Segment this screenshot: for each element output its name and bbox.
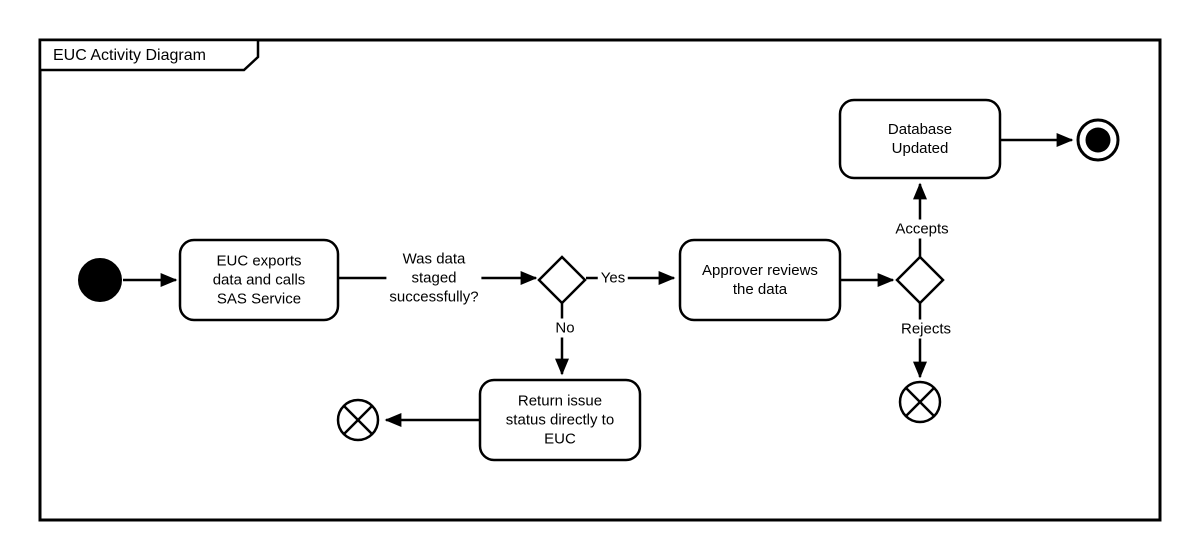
cancel-end-right-node bbox=[898, 380, 942, 424]
task-approver-node bbox=[678, 238, 842, 322]
cancel-end-left-node bbox=[336, 398, 380, 442]
task-database-node bbox=[838, 98, 1002, 180]
edge-label-accepts: Accepts bbox=[892, 219, 952, 239]
task-export-label: EUC exports data and calls SAS Service bbox=[212, 252, 306, 308]
task-approver-label: Approver reviews the data bbox=[702, 262, 818, 298]
task-database-label: Database Updated bbox=[887, 121, 953, 157]
task-export-node bbox=[178, 238, 340, 322]
diagram-title: EUC Activity Diagram bbox=[53, 47, 206, 64]
edge-label-rejects: Rejects bbox=[897, 319, 955, 339]
start-event-node bbox=[78, 258, 122, 302]
end-event-inner bbox=[1085, 127, 1111, 153]
edge-label-no: No bbox=[552, 318, 578, 338]
gateway-staged-node bbox=[537, 255, 587, 305]
diagram-title-tab bbox=[38, 38, 260, 72]
diagram-frame bbox=[38, 38, 1162, 522]
edge-label-yes: Yes bbox=[597, 268, 629, 288]
gateway-approval-node bbox=[895, 255, 945, 305]
gateway-staged-question: Was data staged successfully? bbox=[386, 249, 482, 307]
task-return-label: Return issue status directly to EUC bbox=[505, 392, 615, 448]
